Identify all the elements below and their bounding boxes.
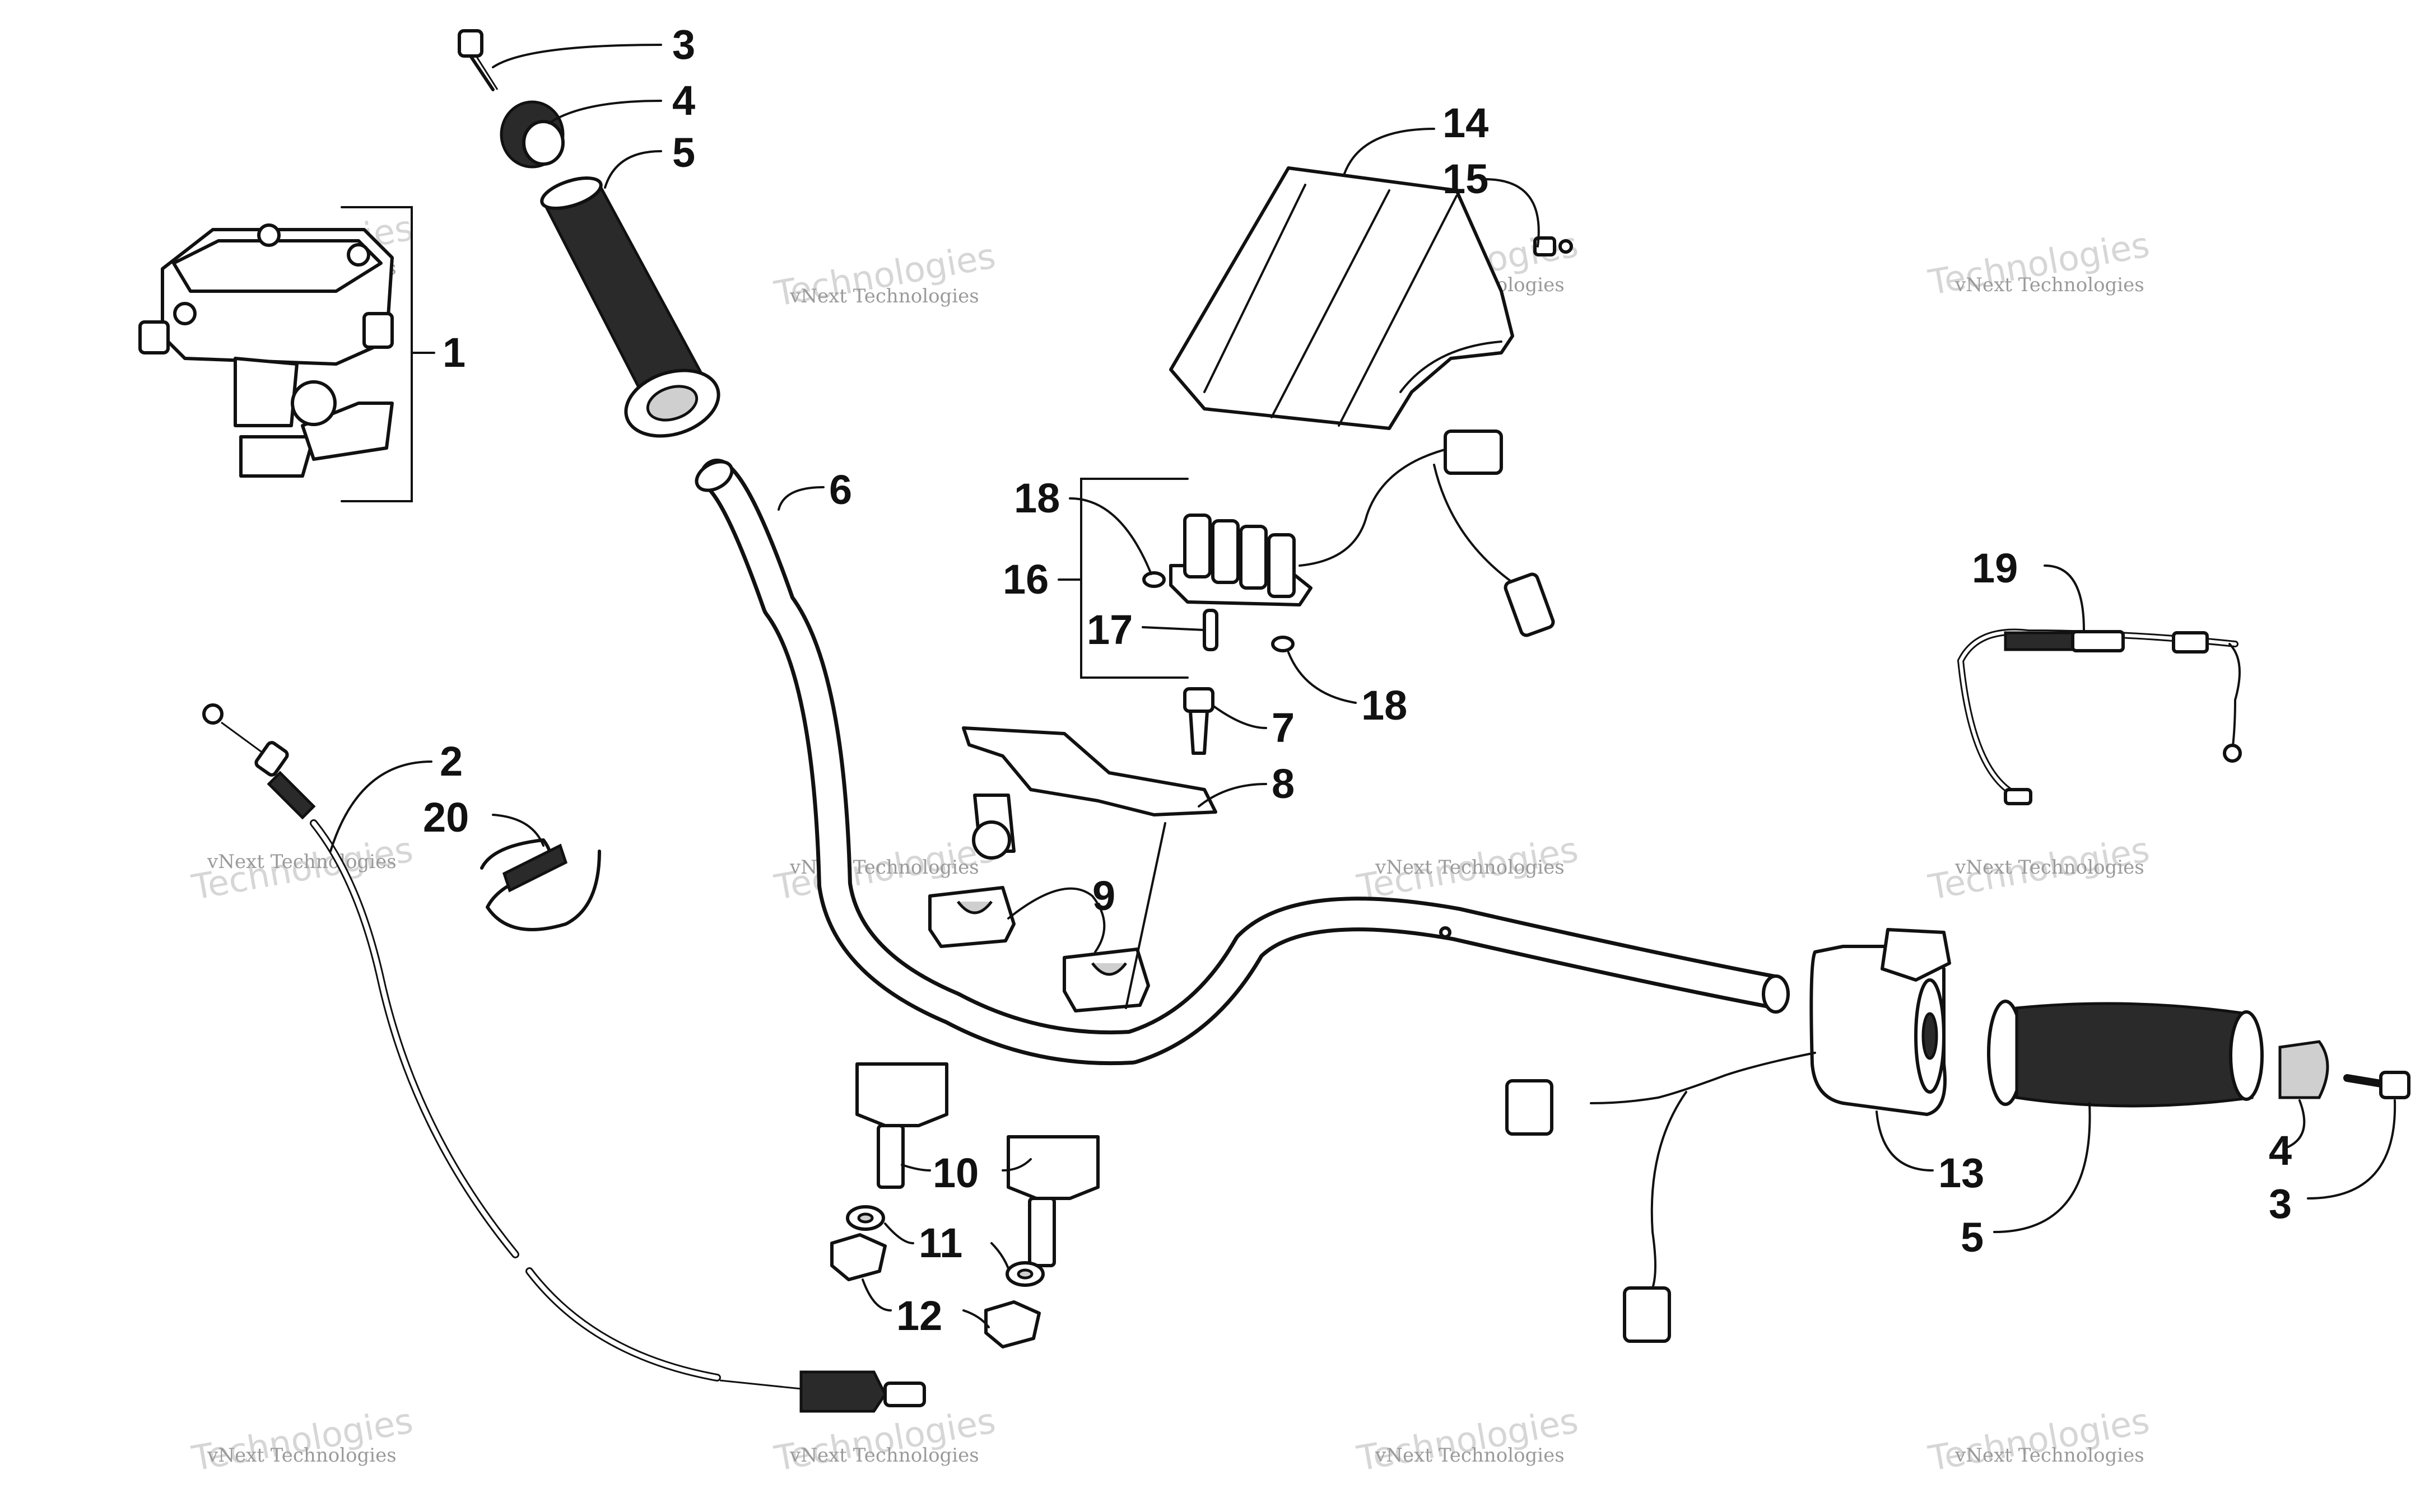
bracket-part-16 bbox=[1080, 478, 1189, 679]
callout-1: 1 bbox=[443, 329, 466, 376]
callout-18b: 18 bbox=[1361, 682, 1407, 729]
leader-line-5a bbox=[604, 150, 662, 189]
right-grip-part bbox=[1987, 1000, 2264, 1108]
leader-line-4a bbox=[548, 100, 662, 124]
callout-6: 6 bbox=[829, 466, 852, 513]
watermark-small: vNext Technologies bbox=[1375, 1444, 1565, 1467]
callout-3a: 3 bbox=[672, 21, 695, 68]
left-grip-part bbox=[540, 176, 720, 438]
leader-line-bolt-7 bbox=[1125, 822, 1166, 1009]
callout-5b: 5 bbox=[1961, 1214, 1984, 1261]
watermark-small: vNext Technologies bbox=[207, 1444, 397, 1467]
bracket-bolt-part bbox=[1183, 687, 1214, 755]
leader-line-6 bbox=[778, 486, 825, 511]
leader-line-18a bbox=[1069, 497, 1152, 575]
cable-tie-part bbox=[480, 838, 601, 931]
right-end-cap-part bbox=[2278, 1040, 2329, 1099]
callout-14: 14 bbox=[1442, 100, 1488, 146]
leader-line-5b bbox=[1993, 1102, 2091, 1233]
left-grip-screw-part bbox=[458, 29, 499, 91]
leader-line-12 bbox=[862, 1278, 990, 1328]
callout-15: 15 bbox=[1442, 156, 1488, 202]
callout-4a: 4 bbox=[672, 77, 695, 124]
switch-housing-part bbox=[1505, 928, 1951, 1343]
leader-line-13 bbox=[1876, 1110, 1934, 1172]
leader-line-19 bbox=[2044, 564, 2085, 631]
callout-18a: 18 bbox=[1014, 475, 1060, 521]
callout-10: 10 bbox=[933, 1150, 979, 1196]
callout-5a: 5 bbox=[672, 129, 695, 176]
leader-line-3a bbox=[492, 44, 662, 68]
callout-4b: 4 bbox=[2269, 1127, 2292, 1174]
watermark-small: vNext Technologies bbox=[1375, 856, 1565, 879]
washer-part bbox=[846, 1205, 1045, 1287]
leader-line-11 bbox=[884, 1222, 1009, 1270]
watermark-large: Technologies bbox=[188, 1400, 416, 1479]
leader-line-20 bbox=[492, 814, 544, 847]
watermark-small: vNext Technologies bbox=[789, 1444, 979, 1467]
callout-3b: 3 bbox=[2269, 1180, 2292, 1227]
left-end-cap-part bbox=[500, 100, 565, 169]
cover-screw-part bbox=[1533, 236, 1573, 256]
watermark-small: vNext Technologies bbox=[1954, 274, 2144, 296]
callout-16: 16 bbox=[1003, 556, 1049, 603]
callout-19: 19 bbox=[1972, 545, 2018, 591]
callout-8: 8 bbox=[1272, 760, 1295, 807]
nut-part bbox=[830, 1233, 1041, 1348]
callout-17: 17 bbox=[1087, 606, 1133, 653]
leader-line-17 bbox=[1142, 626, 1206, 631]
watermark-small: vNext Technologies bbox=[1954, 856, 2144, 879]
callout-7: 7 bbox=[1272, 704, 1295, 751]
callout-2: 2 bbox=[440, 738, 463, 785]
watermark-small: vNext Technologies bbox=[207, 851, 397, 873]
leader-line-8 bbox=[1198, 783, 1267, 808]
watermark-group: Technologies Technologies Technologies T… bbox=[188, 207, 2152, 1479]
leader-line-4b bbox=[2284, 1099, 2306, 1149]
watermark-large: Technologies bbox=[1353, 1400, 1581, 1479]
watermark-small: vNext Technologies bbox=[789, 285, 979, 307]
throttle-cable-part bbox=[202, 703, 926, 1413]
riser-part bbox=[855, 1062, 1100, 1267]
upper-clamp-part bbox=[928, 886, 1150, 1012]
bracket-part-1 bbox=[341, 206, 413, 502]
callout-20: 20 bbox=[423, 794, 469, 841]
handlebar-part bbox=[695, 459, 1790, 1066]
leader-line-9 bbox=[1007, 887, 1106, 953]
callout-12: 12 bbox=[896, 1292, 942, 1339]
callout-13: 13 bbox=[1938, 1150, 1984, 1196]
leader-line-15 bbox=[1483, 178, 1540, 248]
throttle-housing-part bbox=[138, 223, 394, 478]
leader-line-18b bbox=[1287, 651, 1357, 704]
choke-cable-part bbox=[1957, 628, 2242, 805]
switch-assembly-part bbox=[1169, 430, 1555, 637]
leader-line-7 bbox=[1212, 704, 1267, 729]
leader-line-14 bbox=[1343, 128, 1435, 175]
callout-11: 11 bbox=[919, 1220, 962, 1266]
right-grip-screw-part bbox=[2343, 1071, 2410, 1099]
callout-9: 9 bbox=[1092, 872, 1115, 919]
leader-line-2 bbox=[329, 760, 432, 852]
leader-line-10 bbox=[901, 1158, 1032, 1172]
watermark-large: Technologies bbox=[1925, 1400, 2152, 1479]
handlebar-cover-part bbox=[1169, 166, 1514, 430]
watermark-small: vNext Technologies bbox=[1954, 1444, 2144, 1467]
leader-line-3b bbox=[2307, 1099, 2396, 1200]
mounting-bracket-part bbox=[962, 726, 1217, 860]
